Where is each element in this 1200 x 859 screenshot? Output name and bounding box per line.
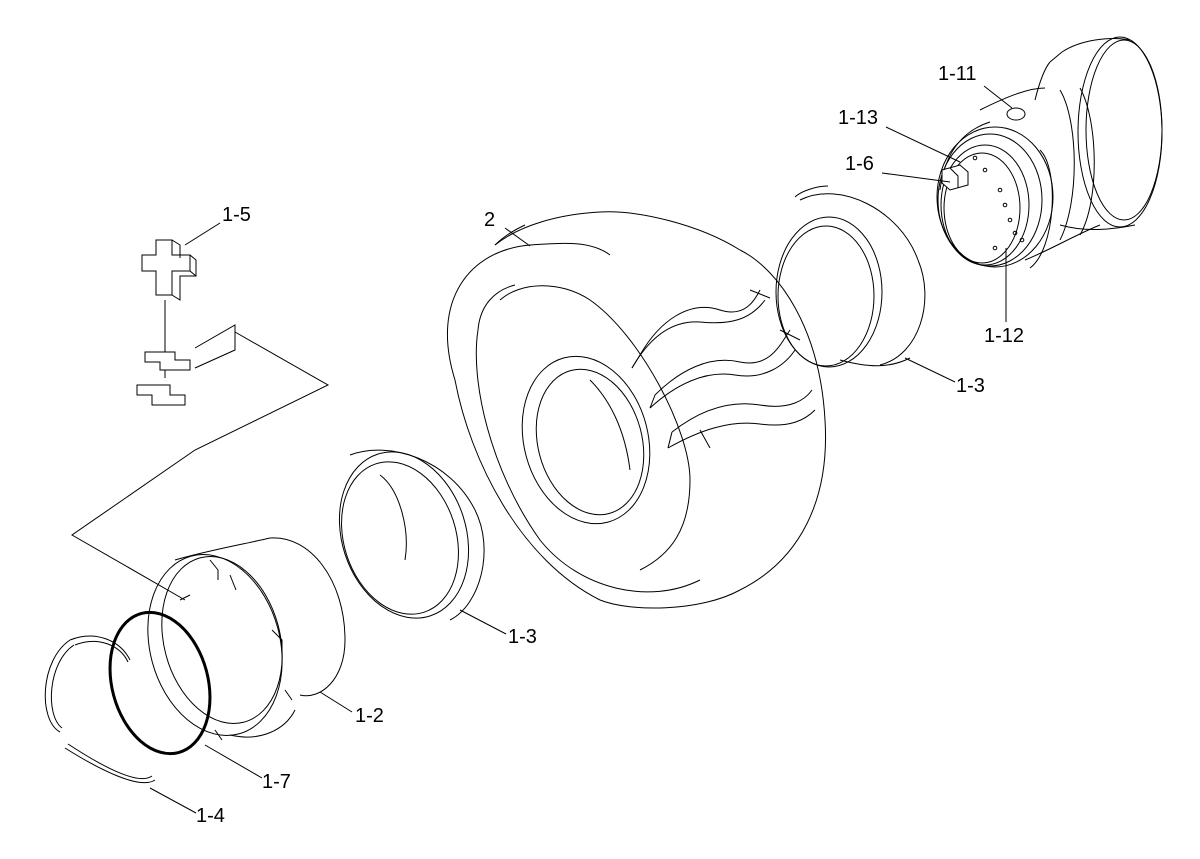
label-1-12: 1-12 [984,325,1024,347]
label-1-7: 1-7 [262,771,291,793]
lock-key-detail [71,239,330,601]
label-1-13: 1-13 [838,107,878,129]
label-1-11: 1-11 [938,63,977,85]
label-2: 2 [484,209,495,231]
lock-ring [44,635,156,784]
leader-lines [149,85,1013,814]
side-ring [147,537,346,741]
label-1-6: 1-6 [845,153,874,175]
right-bead-ring [775,185,926,368]
tire [446,211,827,609]
label-1-2: 1-2 [355,705,384,727]
rim-assembly [936,36,1163,269]
label-1-3-mid: 1-3 [508,626,537,648]
o-ring [108,610,212,756]
part-labels: 1-11 1-13 1-6 1-12 1-3 2 1-5 1-3 1-2 1-7… [196,63,1024,827]
label-1-3-right: 1-3 [956,375,985,397]
label-1-5: 1-5 [222,204,251,226]
middle-bead-ring [338,449,485,621]
label-1-4: 1-4 [196,805,225,827]
